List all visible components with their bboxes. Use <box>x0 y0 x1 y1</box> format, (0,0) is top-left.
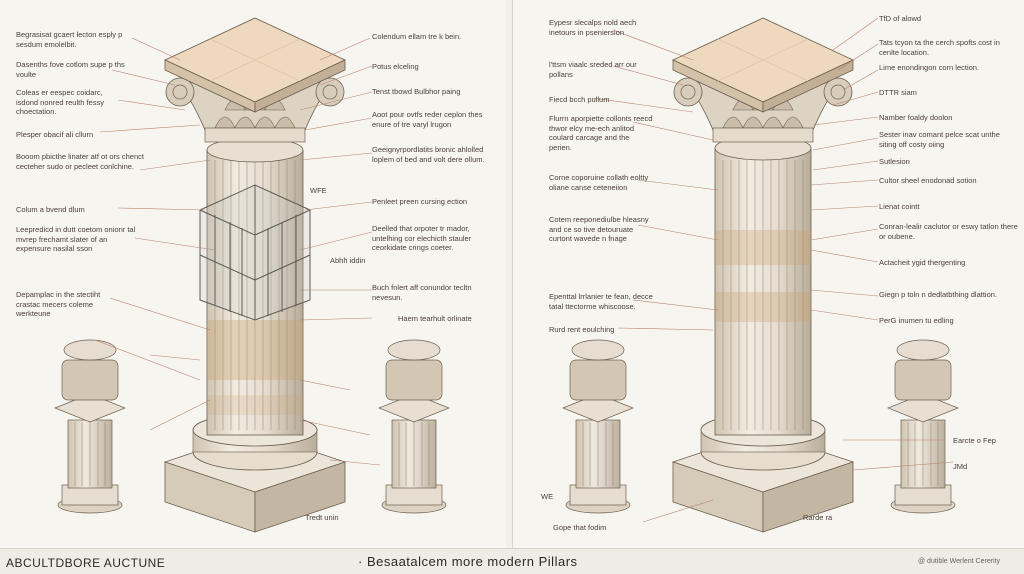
label: Gope that fodim <box>553 523 607 532</box>
label: Tats tcyon ta the cerch spofts cost in c… <box>879 38 1000 57</box>
label: JMd <box>953 462 968 471</box>
label: Tenst tbowd Bulbhor paing <box>372 87 461 96</box>
small-pillar-left <box>562 339 634 514</box>
label: Rarde ra <box>803 513 833 522</box>
label: PerG inumen tu edling <box>879 316 954 325</box>
label: WE <box>541 492 554 501</box>
label: l'ttsm viaalc sreded arr our pollans <box>549 60 637 79</box>
label: Sutlesion <box>879 157 910 166</box>
label: Begrasisat gcaert lecton esply p sesdum … <box>16 30 123 49</box>
main-pillar-capital <box>672 17 854 143</box>
modern-pillar-illustration <box>562 17 959 533</box>
glass-enclosure <box>199 184 311 321</box>
label: Tredt unin <box>305 513 339 522</box>
label: Namber foaldy doolon <box>879 113 953 122</box>
footer-left-caption: ABCULTDBORE AUCTUNE <box>6 556 166 570</box>
label: DTTR siam <box>879 88 917 97</box>
label: Abhh iddin <box>330 256 366 265</box>
small-pillar-right <box>378 339 450 514</box>
label: Coleas er eespec coidarc, isdond nonred … <box>16 88 104 116</box>
label: Conran-lealir caclutor or eswy tatlon th… <box>879 222 1018 241</box>
label: Cotem reeponediulbe hleasny and ce so ti… <box>549 215 649 243</box>
small-pillar-right <box>887 339 959 514</box>
panel-classic-pillars: Begrasisat gcaert lecton esply p sesdum … <box>0 0 506 548</box>
panel-modern-pillars: Eypesr slecalps nold aech inetours in ps… <box>512 0 1024 548</box>
label: Aoot pour ovtfs reder ceplon thes enure … <box>372 110 483 129</box>
label: Lienat cointt <box>879 202 920 211</box>
label: Leepredicd in dutt coetom onionr tal mvr… <box>16 225 136 253</box>
label: Rurd rent eoulching <box>549 325 615 334</box>
label: Earcte o Fep <box>953 436 996 445</box>
main-pillar-shaft <box>714 135 812 436</box>
label: Corne coporuine collath eoltty oliane ca… <box>549 173 649 192</box>
footer-center-caption: · Besaatalcem more modern Pillars <box>358 554 578 569</box>
label: WFE <box>310 186 327 195</box>
footer-credit: @ dutible Werlent Cererity <box>918 558 1001 565</box>
main-pillar-base <box>671 413 855 533</box>
label: Haem tearhult orlinate <box>398 314 472 323</box>
label: Depamplac in the stectiht crastac mecers… <box>16 290 101 318</box>
label: Eypesr slecalps nold aech inetours in ps… <box>549 18 637 37</box>
leader-lines-left <box>94 37 381 466</box>
label: Cultor sheel enodonad sotion <box>879 176 977 185</box>
label: Geeignyrpordlatits bronic ahlolled lople… <box>372 145 485 164</box>
label: Sester inav comant pelce scat unthe siti… <box>879 130 1000 149</box>
main-pillar-capital <box>164 17 346 143</box>
label: Flurrn aporpiette collonts reecd thwor e… <box>549 114 653 152</box>
label: Potus elceling <box>372 62 419 71</box>
label: Epenttal lrrlanier te fean, decce tatal … <box>549 292 653 311</box>
footer-bar <box>0 548 1024 574</box>
label: Actacheit ygid thergenting <box>879 258 966 267</box>
label: Deelled that orpoter tr mador, untelhing… <box>372 224 472 252</box>
label: Penleet preen cursing ection <box>372 197 468 206</box>
label: TfD of alowd <box>879 14 922 23</box>
label: Dasenths fove cotlom supe p ths voulte <box>16 60 125 79</box>
label: Colum a bvend dlum <box>16 205 85 214</box>
classic-pillar-illustration <box>54 17 450 533</box>
label: Booom pbicthe linater atf ot ors chenct … <box>16 152 144 171</box>
label: Lime enondingon corn lection. <box>879 63 980 72</box>
label: Buch fnlert aff conundor tecltn nevesun. <box>372 283 472 302</box>
label: Colendum ellam tre k bein. <box>372 32 462 41</box>
label: Plesper obacif ali cllurn <box>16 130 94 139</box>
label: Giegn p toln n dedlatbthing dlattion. <box>879 290 998 299</box>
label: Fiecd bcch pullum <box>549 95 610 104</box>
small-pillar-left <box>54 339 126 514</box>
leader-lines-right <box>592 17 954 523</box>
